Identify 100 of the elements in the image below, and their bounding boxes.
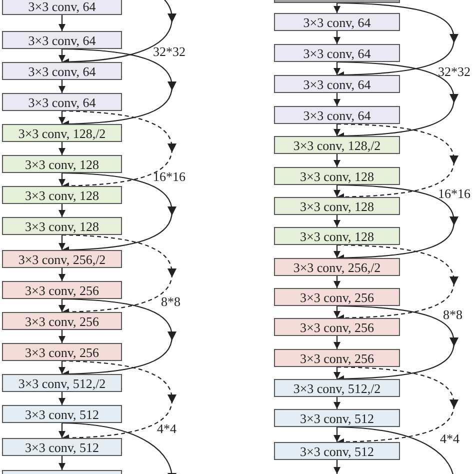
conv-layer-box bbox=[274, 13, 400, 31]
flow-arrow bbox=[334, 245, 340, 258]
flow-arrow bbox=[58, 330, 66, 343]
layer-label: 3×3 conv, 256 bbox=[24, 346, 99, 358]
layer-label: 3×3 conv, 128 bbox=[24, 158, 99, 170]
layer-label: 3×3 conv, 64 bbox=[28, 0, 96, 12]
layer-label: 3×3 conv, 256 bbox=[24, 314, 99, 328]
layer-label: 3×3 conv, 64 bbox=[28, 96, 96, 108]
conv-layer-box bbox=[274, 318, 400, 336]
flow-arrow bbox=[58, 361, 66, 374]
skip-connection-arrow bbox=[336, 366, 458, 443]
conv-layer-box bbox=[2, 343, 122, 361]
skip-connection-arrow bbox=[336, 123, 458, 198]
flow-arrow bbox=[334, 276, 340, 288]
layer-label: 3×3 conv, 128 bbox=[300, 230, 374, 242]
conv-layer-box bbox=[2, 31, 122, 49]
flow-arrow bbox=[334, 460, 340, 474]
conv-layer-box bbox=[274, 442, 400, 460]
conv-layer-box bbox=[2, 186, 122, 204]
flow-arrow bbox=[334, 3, 340, 13]
flow-arrow bbox=[58, 111, 66, 124]
flow-arrow bbox=[334, 62, 340, 75]
skip-connection-arrow bbox=[336, 305, 458, 380]
flow-arrow bbox=[58, 268, 66, 281]
feature-map-size: 16*16 bbox=[438, 187, 470, 200]
feature-map-size: 16*16 bbox=[153, 170, 186, 183]
layer-label: 3×3 conv, 128 bbox=[24, 188, 99, 202]
flow-arrow bbox=[334, 124, 340, 136]
flow-arrow bbox=[334, 185, 340, 197]
layer-label: 3×3 conv, 64 bbox=[303, 78, 371, 90]
conv-layer-box bbox=[2, 405, 122, 423]
flow-arrow bbox=[58, 299, 66, 312]
flow-arrow bbox=[58, 142, 66, 155]
conv-layer-box bbox=[2, 62, 122, 80]
skip-connection-arrow bbox=[62, 0, 176, 63]
layer-label: 3×3 conv, 512,/2 bbox=[293, 382, 381, 394]
skip-connection-arrow bbox=[336, 184, 458, 259]
flow-arrow bbox=[334, 336, 340, 349]
layer-label: 3×3 conv, 64 bbox=[303, 16, 371, 28]
conv-layer-box bbox=[2, 217, 122, 235]
conv-layer-box bbox=[274, 197, 400, 215]
flow-arrow bbox=[58, 80, 66, 93]
skip-connection-arrow bbox=[62, 48, 176, 125]
feature-map-size: 32*32 bbox=[438, 65, 470, 78]
conv-layer-box bbox=[2, 312, 122, 330]
layer-label: 3×3 conv, 64 bbox=[28, 34, 96, 46]
flow-arrow bbox=[58, 15, 66, 31]
conv-layer-box bbox=[2, 93, 122, 111]
flow-arrow bbox=[334, 93, 340, 106]
layer-label: 3×3 conv, 64 bbox=[303, 46, 371, 60]
conv-layer-box bbox=[274, 44, 400, 62]
flow-arrow bbox=[334, 397, 340, 409]
flow-arrow bbox=[334, 427, 340, 442]
layer-label: 3×3 conv, 512,/2 bbox=[18, 376, 106, 390]
skip-connection-arrow bbox=[62, 298, 176, 375]
flow-arrow bbox=[334, 154, 340, 167]
flow-arrow bbox=[58, 235, 66, 250]
layer-label: 3×3 conv, 512 bbox=[300, 412, 374, 424]
conv-layer-box bbox=[2, 281, 122, 299]
layer-label: 3×3 conv, 512 bbox=[24, 440, 99, 454]
layer-label: 3×3 conv, 128 bbox=[300, 170, 374, 182]
layer-label: 3×3 conv, 256 bbox=[300, 290, 374, 304]
flow-arrow bbox=[334, 215, 340, 227]
skip-connection-arrow bbox=[62, 110, 176, 187]
layer-label: 3×3 conv, 64 bbox=[28, 64, 96, 78]
conv-layer-box bbox=[274, 349, 400, 367]
skip-connection-arrow bbox=[62, 360, 176, 439]
layer-label: 3×3 conv, 256 bbox=[300, 352, 374, 364]
layer-label: 3×3 conv, 256,/2 bbox=[293, 260, 381, 274]
skip-connection-arrow bbox=[62, 234, 176, 313]
layer-label: 3×3 conv, 256,/2 bbox=[18, 252, 106, 266]
skip-connection-arrow bbox=[336, 2, 458, 76]
feature-map-size: 32*32 bbox=[153, 45, 186, 58]
conv-layer-box bbox=[274, 75, 400, 93]
layer-label: 3×3 conv, 512 bbox=[300, 444, 374, 458]
flow-arrow bbox=[58, 456, 66, 470]
conv-layer-box bbox=[2, 0, 122, 15]
layer-label: 3×3 conv, 64 bbox=[303, 108, 371, 122]
conv-layer-box bbox=[2, 155, 122, 173]
feature-map-size: 4*4 bbox=[157, 422, 176, 435]
flow-arrow bbox=[58, 49, 66, 62]
feature-map-size: 8*8 bbox=[161, 295, 180, 308]
flow-arrow bbox=[58, 392, 66, 405]
flow-arrow bbox=[58, 173, 66, 186]
conv-layer-box bbox=[274, 136, 400, 154]
conv-layer-box bbox=[274, 409, 400, 427]
conv-layer-box bbox=[274, 106, 400, 124]
skip-connection-arrow bbox=[336, 61, 458, 137]
feature-map-size: 4*4 bbox=[440, 432, 460, 445]
conv-layer-box bbox=[2, 124, 122, 142]
layer-label: 3×3 conv, 256 bbox=[300, 320, 374, 334]
conv-layer-box bbox=[274, 379, 400, 397]
conv-layer-box bbox=[2, 438, 122, 456]
flow-arrow bbox=[334, 306, 340, 318]
skip-connection-arrow bbox=[336, 426, 455, 474]
conv-layer-box bbox=[2, 374, 122, 392]
layer-label: 3×3 conv, 128,/2 bbox=[293, 138, 381, 152]
conv-layer-box bbox=[274, 167, 400, 185]
layer-label: 3×3 conv, 512 bbox=[24, 408, 99, 420]
flow-arrow bbox=[58, 423, 66, 438]
